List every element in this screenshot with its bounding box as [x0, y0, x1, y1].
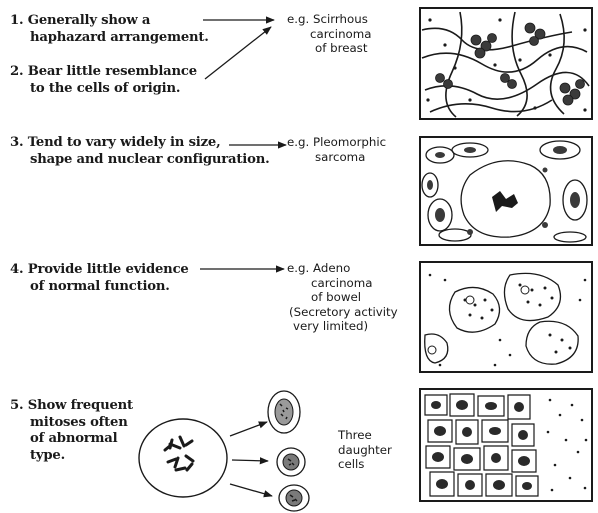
- arrow-5c: [230, 484, 272, 496]
- arrow-5b: [232, 460, 268, 461]
- daughter-cell-3: [279, 485, 309, 511]
- histology-panel-scirrhous: [420, 8, 592, 119]
- histology-panel-mitoses: [420, 389, 592, 501]
- daughter-cell-2: [277, 448, 305, 476]
- histology-panel-pleomorphic: [420, 137, 592, 245]
- histology-panel-adeno: [420, 262, 592, 372]
- arrow-5a: [230, 422, 267, 436]
- arrow-2: [205, 27, 271, 79]
- mitotic-cell: [139, 419, 227, 497]
- daughter-cell-1: [268, 391, 300, 433]
